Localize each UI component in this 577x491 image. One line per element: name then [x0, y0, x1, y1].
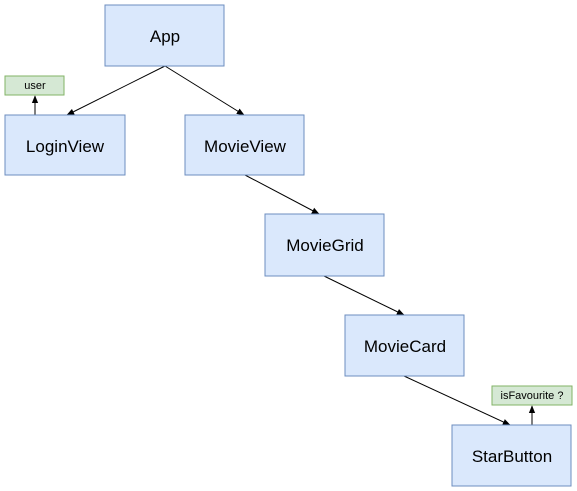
state-tag-isfavourite: isFavourite ?: [491, 385, 573, 406]
state-tag-isfavourite-label: isFavourite ?: [501, 390, 564, 402]
state-tag-user-label: user: [24, 80, 46, 92]
edge-app-to-loginview: [66, 65, 166, 116]
node-app-label: App: [150, 27, 180, 46]
node-starbutton: StarButton: [451, 424, 572, 487]
node-moviegrid: MovieGrid: [264, 213, 385, 277]
edge-moviegrid-to-moviecard: [323, 275, 405, 316]
edge-movieview-to-moviegrid: [244, 174, 320, 215]
node-loginview: LoginView: [4, 114, 126, 176]
state-tag-user: user: [4, 75, 65, 96]
node-moviecard-label: MovieCard: [364, 337, 446, 356]
node-moviecard: MovieCard: [344, 314, 465, 377]
node-starbutton-label: StarButton: [472, 447, 552, 466]
edge-app-to-movieview: [164, 65, 245, 116]
node-app: App: [104, 4, 225, 67]
node-loginview-label: LoginView: [26, 137, 105, 156]
node-moviegrid-label: MovieGrid: [286, 236, 363, 255]
node-movieview: MovieView: [184, 114, 305, 176]
edge-moviecard-to-starbutton: [403, 375, 511, 426]
node-movieview-label: MovieView: [204, 137, 287, 156]
